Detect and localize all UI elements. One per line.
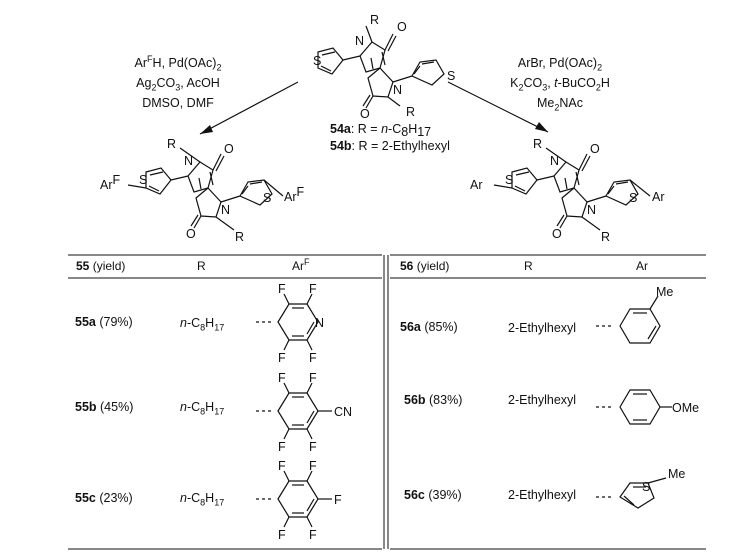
left-table-header-compound: 55 (yield): [76, 259, 126, 273]
right-table-header-r: R: [524, 259, 533, 273]
atom-R-55-top: R: [167, 137, 176, 151]
group-CN-55b: CN: [334, 405, 352, 419]
atom-N-top: N: [355, 34, 364, 48]
dpp-core-56: [493, 147, 651, 231]
left-conditions-line3: DMSO, DMF: [142, 96, 214, 110]
atom-O-55-bottom: O: [186, 227, 196, 241]
label-54b: 54b: R = 2-Ethylhexyl: [330, 139, 450, 153]
atom-F-55a-1: F: [278, 282, 286, 296]
atom-O-56-bottom: O: [552, 227, 562, 241]
atom-F-55b-4: F: [309, 440, 317, 454]
right-table-header-ar: Ar: [636, 259, 648, 273]
arrowhead-left: [200, 125, 213, 134]
atom-S-55-right: S: [263, 191, 271, 205]
atom-S-56-left: S: [505, 173, 513, 187]
aryl-56a-m-tolyl: [596, 295, 661, 344]
right-conditions-line1: ArBr, Pd(OAc)2: [517, 56, 603, 73]
group-Me-56a: Me: [656, 285, 673, 299]
dpp-core-54: [317, 25, 445, 109]
atom-R-55-bottom: R: [235, 230, 244, 244]
row-56c-r: 2-Ethylhexyl: [508, 488, 577, 502]
atom-N-55-top: N: [184, 154, 193, 168]
group-Me-56c: Me: [668, 467, 685, 481]
row-55a-id: 55a (79%): [75, 315, 133, 329]
aryl-Ar-56-left: Ar: [470, 178, 483, 192]
row-56b-id: 56b (83%): [404, 393, 463, 407]
atom-O-top: O: [397, 20, 407, 34]
left-conditions-line1: ArFH, Pd(OAc)2: [134, 53, 222, 73]
right-table-header-compound: 56 (yield): [400, 259, 450, 273]
row-55c-id: 55c (23%): [75, 491, 133, 505]
arrow-left: [199, 81, 299, 135]
atom-N-56-bottom: N: [587, 203, 596, 217]
table-rules: [68, 254, 706, 550]
left-conditions-line2: Ag2CO3, AcOH: [136, 76, 220, 93]
atom-F-55b-3: F: [278, 440, 286, 454]
arrow-right: [447, 81, 549, 133]
atom-F-55a-4: F: [309, 351, 317, 365]
atom-R-top: R: [370, 13, 379, 27]
atom-O-55-top: O: [224, 142, 234, 156]
atom-F-55c-1: F: [278, 459, 286, 473]
atom-F-55b-2: F: [309, 371, 317, 385]
row-55b-r: n-C8H17: [180, 400, 225, 417]
row-56c-id: 56c (39%): [404, 488, 462, 502]
atom-F-55a-3: F: [278, 351, 286, 365]
row-55a-r: n-C8H17: [180, 316, 225, 333]
right-conditions-line3: Me2NAc: [536, 96, 584, 113]
left-table-header-r: R: [197, 259, 206, 273]
atom-F-55c-5: F: [334, 493, 342, 507]
atom-N-55a: N: [315, 316, 324, 330]
atom-F-55c-4: F: [309, 528, 317, 542]
row-55b-id: 55b (45%): [75, 400, 134, 414]
aryl-55c-pentafluorophenyl: [256, 470, 332, 528]
row-55c-r: n-C8H17: [180, 491, 225, 508]
atom-S-56-right: S: [629, 191, 637, 205]
row-56a-r: 2-Ethylhexyl: [508, 321, 577, 335]
atom-F-55c-3: F: [278, 528, 286, 542]
atom-S-right-thiophene: S: [447, 69, 455, 83]
atom-S-left-thiophene: S: [313, 54, 321, 68]
atom-F-55a-2: F: [309, 282, 317, 296]
atom-R-56-top: R: [533, 137, 542, 151]
row-56b-r: 2-Ethylhexyl: [508, 393, 577, 407]
row-56a-id: 56a (85%): [400, 320, 458, 334]
atom-N-bottom: N: [393, 83, 402, 97]
aryl-ArF-55-left: ArF: [100, 173, 121, 192]
atom-S-55-left: S: [139, 173, 147, 187]
atom-F-55b-1: F: [278, 371, 286, 385]
atom-R-56-bottom: R: [601, 230, 610, 244]
atom-N-55-bottom: N: [221, 203, 230, 217]
aryl-55a-tetrafluoropyridyl: [256, 293, 319, 351]
label-54a: 54a: R = n-C8H17: [330, 122, 431, 139]
aryl-56b-p-methoxyphenyl: [596, 389, 672, 425]
dpp-core-55: [127, 147, 284, 231]
group-OMe-56b: OMe: [672, 401, 699, 415]
arrowhead-right: [535, 122, 548, 132]
right-conditions-line2: K2CO3, t-BuCO2H: [510, 76, 610, 93]
left-table-header-arf: ArF: [292, 257, 310, 274]
aryl-55b-tetrafluorobenzonitrile: [256, 382, 332, 440]
atom-F-55c-2: F: [309, 459, 317, 473]
aryl-ArF-55-right: ArF: [284, 185, 305, 204]
atom-N-56-top: N: [550, 154, 559, 168]
atom-S-56c: S: [642, 480, 650, 494]
atom-O-56-top: O: [590, 142, 600, 156]
atom-O-bottom: O: [360, 107, 370, 121]
aryl-Ar-56-right: Ar: [652, 190, 665, 204]
atom-R-bottom: R: [406, 105, 415, 119]
aryl-56c-methylthienyl: [596, 477, 667, 509]
